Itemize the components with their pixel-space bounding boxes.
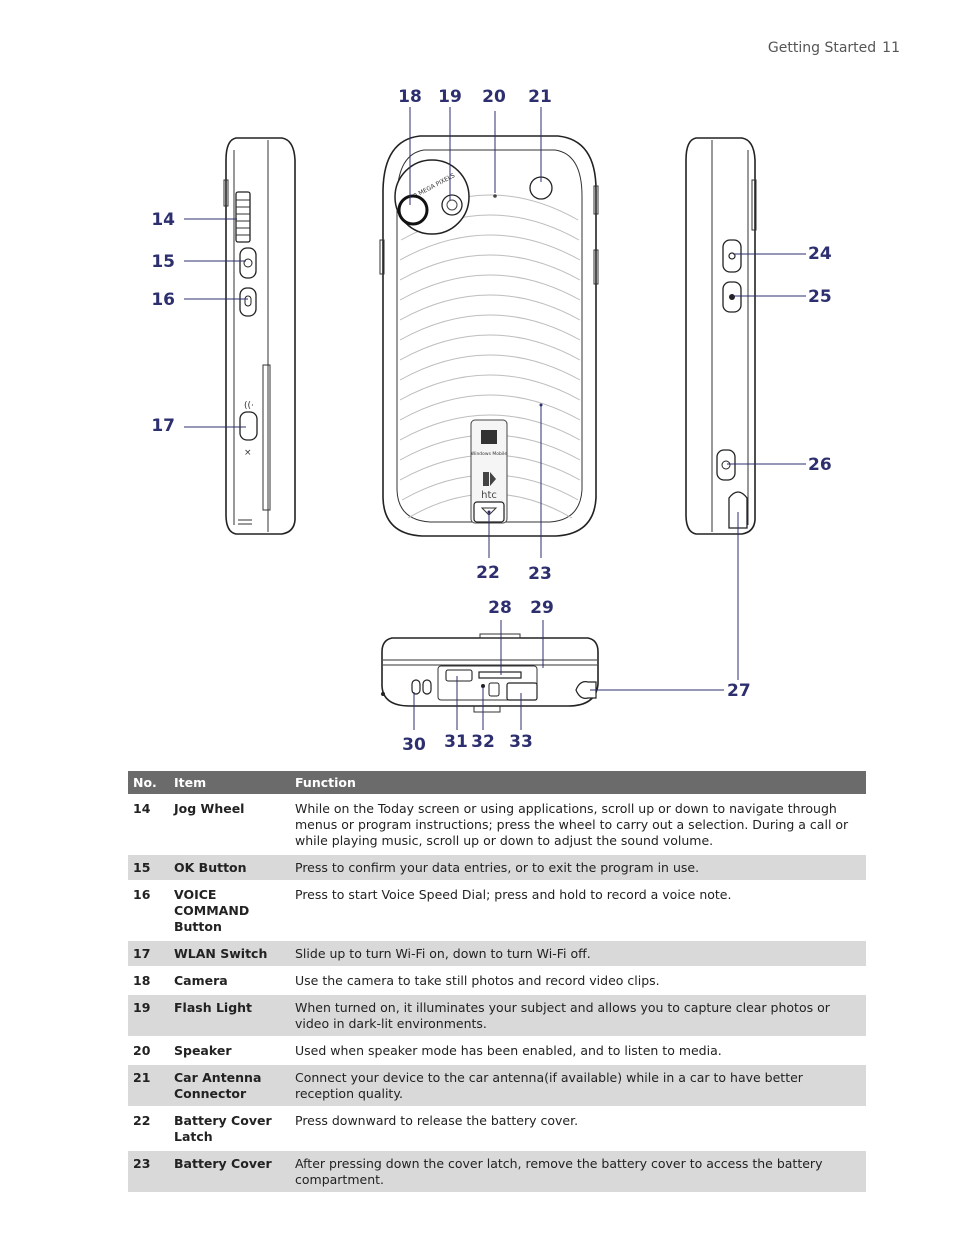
column-header-item: Item xyxy=(169,771,290,795)
row-item: Flash Light xyxy=(169,993,290,1037)
callout-24: 24 xyxy=(808,244,832,264)
windows-logo-icon xyxy=(481,430,497,444)
lock-icon xyxy=(488,682,500,697)
reset-button-icon xyxy=(411,679,421,695)
callout-30: 30 xyxy=(402,735,426,755)
leader-lines xyxy=(184,107,806,730)
earphone-jack-icon xyxy=(506,682,538,701)
row-number: 20 xyxy=(128,1036,169,1064)
strap-holder-icon xyxy=(481,684,485,688)
column-header-no: No. xyxy=(128,771,169,795)
sync-connector-icon xyxy=(478,671,522,679)
power-button-icon xyxy=(722,239,742,273)
row-number: 19 xyxy=(128,993,169,1037)
callout-labels: 14 15 16 17 18 19 20 21 22 23 24 25 26 2… xyxy=(151,87,832,755)
row-function: Connect your device to the car antenna(i… xyxy=(290,1063,866,1107)
row-item: WLAN Switch xyxy=(169,939,290,967)
back-view: 2.0 MEGA PIXELS Windows Mobile htc xyxy=(379,135,599,537)
table-row: 20 Speaker Used when speaker mode has be… xyxy=(128,1036,866,1064)
row-item: Battery Cover xyxy=(169,1149,290,1192)
right-side-view xyxy=(685,137,757,535)
callout-28: 28 xyxy=(488,598,512,618)
callout-18: 18 xyxy=(398,87,422,107)
table-row: 16 VOICE COMMAND Button Press to start V… xyxy=(128,880,866,940)
row-function: When turned on, it illuminates your subj… xyxy=(290,993,866,1037)
jog-wheel-icon xyxy=(235,191,251,243)
row-item: Speaker xyxy=(169,1036,290,1064)
row-number: 15 xyxy=(128,853,169,881)
row-item: VOICE COMMAND Button xyxy=(169,880,290,940)
row-number: 23 xyxy=(128,1149,169,1192)
brand-logo: htc xyxy=(481,490,497,501)
flash-light-icon xyxy=(441,194,463,216)
section-title: Getting Started xyxy=(767,40,877,56)
callout-31: 31 xyxy=(444,732,468,752)
row-function: Press downward to release the battery co… xyxy=(290,1106,866,1150)
table-row: 17 WLAN Switch Slide up to turn Wi-Fi on… xyxy=(128,939,866,967)
callout-22: 22 xyxy=(476,563,500,583)
row-item: Car Antenna Connector xyxy=(169,1063,290,1107)
row-item: Jog Wheel xyxy=(169,794,290,854)
row-function: Press to confirm your data entries, or t… xyxy=(290,853,866,881)
page-header: Getting Started 11 xyxy=(768,40,900,56)
callout-14: 14 xyxy=(151,210,175,230)
row-number: 17 xyxy=(128,939,169,967)
callout-33: 33 xyxy=(509,732,533,752)
bottom-view xyxy=(381,633,599,713)
callout-17: 17 xyxy=(151,416,175,436)
row-function: Use the camera to take still photos and … xyxy=(290,966,866,994)
row-number: 22 xyxy=(128,1106,169,1150)
callout-21: 21 xyxy=(528,87,552,107)
row-item: Battery Cover Latch xyxy=(169,1106,290,1150)
speaker-icon xyxy=(493,194,497,198)
row-number: 14 xyxy=(128,794,169,854)
callout-15: 15 xyxy=(151,252,175,272)
callout-26: 26 xyxy=(808,455,832,475)
htc-symbol-icon xyxy=(483,472,496,486)
callout-25: 25 xyxy=(808,287,832,307)
wlan-switch-icon xyxy=(239,411,258,441)
camera-button-icon xyxy=(716,449,736,481)
callout-27: 27 xyxy=(727,681,751,701)
row-function: Press to start Voice Speed Dial; press a… xyxy=(290,880,866,940)
callout-19: 19 xyxy=(438,87,462,107)
row-number: 16 xyxy=(128,880,169,940)
row-function: While on the Today screen or using appli… xyxy=(290,794,866,854)
table-row: 18 Camera Use the camera to take still p… xyxy=(128,966,866,994)
camera-lens-icon xyxy=(397,194,429,226)
callout-29: 29 xyxy=(530,598,554,618)
device-diagram: ((· × 2.0 MEGA PIXELS xyxy=(151,87,832,755)
table-row: 21 Car Antenna Connector Connect your de… xyxy=(128,1063,866,1107)
ok-button-icon xyxy=(239,247,257,279)
row-function: Used when speaker mode has been enabled,… xyxy=(290,1036,866,1064)
svg-text:×: × xyxy=(244,448,252,458)
lanyard-hole-icon xyxy=(422,679,432,695)
page-number: 11 xyxy=(882,40,900,56)
row-number: 21 xyxy=(128,1063,169,1107)
callout-20: 20 xyxy=(482,87,506,107)
table-row: 22 Battery Cover Latch Press downward to… xyxy=(128,1106,866,1150)
table-header-row: No. Item Function xyxy=(128,771,866,795)
column-header-function: Function xyxy=(290,771,866,795)
components-table: No. Item Function 14 Jog Wheel While on … xyxy=(128,771,866,1192)
table-row: 14 Jog Wheel While on the Today screen o… xyxy=(128,794,866,854)
row-function: After pressing down the cover latch, rem… xyxy=(290,1149,866,1192)
row-number: 18 xyxy=(128,966,169,994)
left-side-view: ((· × xyxy=(223,137,296,535)
table-row: 19 Flash Light When turned on, it illumi… xyxy=(128,993,866,1037)
row-function: Slide up to turn Wi-Fi on, down to turn … xyxy=(290,939,866,967)
callout-32: 32 xyxy=(471,732,495,752)
table-row: 23 Battery Cover After pressing down the… xyxy=(128,1149,866,1192)
svg-text:((·: ((· xyxy=(244,401,254,411)
voice-command-button-icon xyxy=(239,287,257,317)
callout-16: 16 xyxy=(151,290,175,310)
table-row: 15 OK Button Press to confirm your data … xyxy=(128,853,866,881)
row-item: OK Button xyxy=(169,853,290,881)
os-badge: Windows Mobile xyxy=(471,451,508,457)
stylus-slot-icon xyxy=(728,491,748,529)
row-item: Camera xyxy=(169,966,290,994)
microphone-icon xyxy=(445,669,473,682)
callout-23: 23 xyxy=(528,564,552,584)
